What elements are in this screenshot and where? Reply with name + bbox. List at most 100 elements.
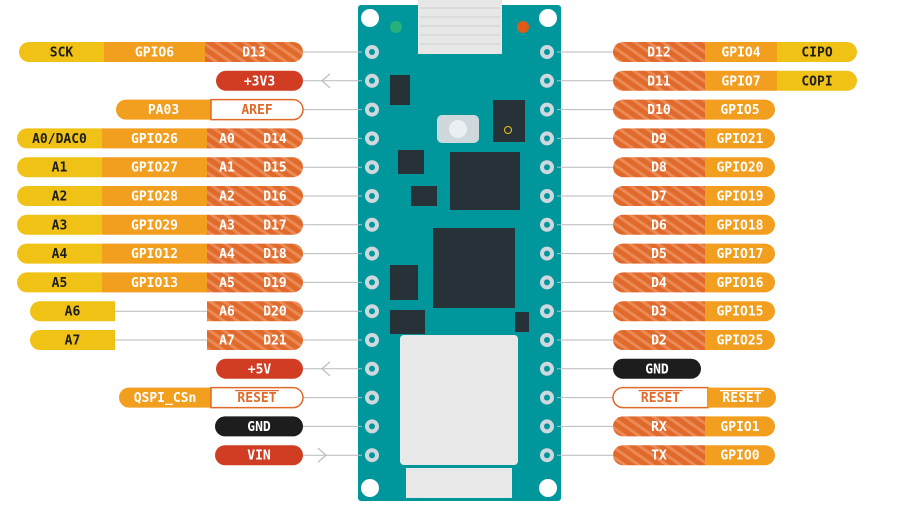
pin-label: VIN (247, 449, 271, 464)
pin-label: GPIO25 (717, 334, 764, 349)
analog-tag (17, 214, 102, 235)
led-green (390, 21, 402, 33)
mounting-hole (539, 479, 557, 497)
pin-label: A3 (219, 218, 235, 233)
pin-label: A0/DAC0 (32, 132, 87, 147)
digital-tag (613, 445, 705, 466)
pin-label: A4 (219, 247, 235, 262)
gpio-tag (705, 330, 775, 350)
pin-label: A7 (65, 334, 81, 349)
regulator (390, 75, 410, 105)
gpio-tag (705, 128, 775, 149)
pin-label: D10 (647, 103, 671, 118)
usb-connector (418, 0, 502, 54)
pin-label: GPIO12 (131, 247, 178, 262)
pin-label: GPIO6 (135, 46, 174, 61)
digital-tag (613, 128, 705, 149)
gpio-tag (705, 99, 775, 120)
power-tag (216, 70, 303, 91)
digital-tag (247, 243, 303, 264)
pin-label: GPIO0 (720, 449, 759, 464)
pin-label: D12 (647, 46, 670, 61)
pin-label: A5 (219, 276, 235, 291)
gpio-tag (119, 387, 211, 408)
pin-label: A7 (219, 334, 235, 349)
gnd-tag (215, 416, 303, 437)
pin-label: COPI (801, 74, 832, 89)
analog-tag (17, 186, 102, 206)
digital-tag (613, 42, 705, 62)
digital-tag (613, 157, 705, 178)
gpio-tag (102, 214, 207, 235)
analog-tag (17, 157, 102, 178)
analog-tag (30, 301, 115, 322)
digital-tag (247, 157, 303, 178)
pin-label: D11 (647, 74, 671, 89)
gpio-tag (102, 128, 207, 149)
pin-label: A6 (65, 305, 81, 320)
pin-label: QSPI_CSn (134, 391, 197, 406)
pin-label: D4 (651, 276, 667, 291)
digital-tag (207, 330, 247, 350)
gpio-tag (705, 157, 775, 178)
digital-tag (247, 128, 303, 149)
analog-tag (17, 272, 102, 293)
gpio-tag (705, 42, 777, 62)
digital-tag (207, 214, 247, 235)
pin-label: RESET (722, 391, 761, 406)
analog-tag (777, 70, 858, 91)
digital-tag (613, 272, 705, 293)
analog-tag (777, 42, 857, 62)
pin-label: GPIO16 (717, 276, 764, 291)
arduino-board (358, 0, 561, 501)
pin-label: +3V3 (244, 74, 275, 89)
analog-tag (19, 42, 104, 62)
left-pin-row: VIN (215, 445, 303, 466)
chip-imu (493, 100, 525, 142)
digital-tag (207, 157, 247, 178)
pin-label: D16 (263, 190, 287, 205)
connector-lines (303, 51, 613, 463)
mounting-hole (539, 9, 557, 27)
pin-label: D3 (651, 305, 667, 320)
pin-label: GPIO18 (717, 218, 764, 233)
digital-tag (613, 301, 705, 322)
digital-tag (613, 99, 705, 120)
pin-label: D6 (651, 218, 667, 233)
outline-tag (612, 386, 709, 409)
pin-label: A1 (52, 161, 68, 176)
pin-label: GPIO19 (717, 190, 764, 205)
analog-tag (17, 243, 102, 264)
digital-tag (207, 301, 247, 322)
pin-label: GPIO26 (131, 132, 178, 147)
pin-label: GPIO28 (131, 190, 178, 205)
analog-tag (17, 128, 102, 149)
power-arrow-icon (321, 361, 331, 377)
pin-label: GPIO27 (131, 161, 178, 176)
gpio-tag (102, 186, 207, 206)
right-pin-row: D6 GPIO18 (613, 214, 775, 235)
digital-tag (247, 186, 303, 206)
pin-label: GPIO21 (717, 132, 764, 147)
pin-label: SCK (50, 46, 74, 61)
pin-label: GPIO1 (720, 420, 759, 435)
pin-label: CIPO (801, 46, 832, 61)
gnd-tag (613, 358, 701, 379)
digital-tag (613, 416, 705, 437)
pin-label: D2 (651, 334, 667, 349)
right-pin-row: GND (613, 358, 701, 379)
mounting-hole (361, 479, 379, 497)
pin-label: GPIO7 (721, 74, 760, 89)
pin-label: AREF (241, 103, 272, 118)
gpio-tag (705, 214, 775, 235)
